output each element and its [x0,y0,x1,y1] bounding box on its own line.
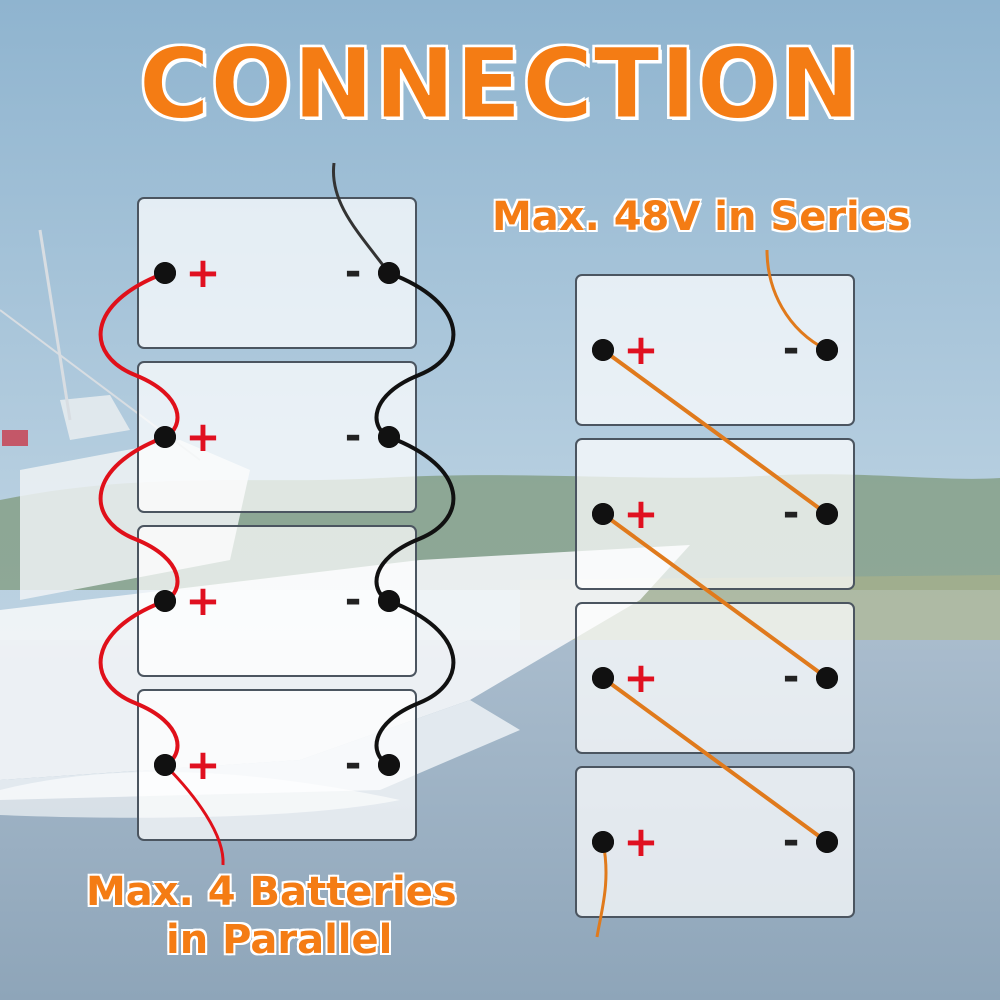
series-battery-bank: +-+-+-+- [575,249,855,938]
parallel-battery-3: +- [137,525,417,677]
parallel-minus-sign: - [345,249,362,295]
series-plus-sign: + [623,325,658,374]
series-negative-terminal-cap [816,831,838,853]
parallel-minus-sign: - [345,413,362,459]
parallel-positive-terminal-cap [154,262,176,284]
series-positive-output-lead [595,841,608,938]
series-battery-4: +- [575,766,855,918]
parallel-battery-body [137,197,417,349]
series-negative-terminal-cap [816,339,838,361]
parallel-plus-sign: + [185,740,220,789]
series-minus-sign: - [783,326,800,372]
negative-link-wire [374,599,456,767]
parallel-plus-sign: + [185,576,220,625]
series-battery-body [575,438,855,590]
parallel-positive-terminal-cap [154,754,176,776]
series-link-wire [601,512,829,680]
series-positive-terminal-cap [592,339,614,361]
series-negative-terminal-cap [816,667,838,689]
parallel-positive-terminal-cap [154,590,176,612]
series-battery-1: +- [575,274,855,426]
series-positive-terminal-cap [592,503,614,525]
parallel-plus-sign: + [185,412,220,461]
series-plus-sign: + [623,489,658,538]
series-wires [595,249,829,938]
series-minus-sign: - [783,490,800,536]
parallel-minus-sign: - [345,577,362,623]
positive-link-wire [98,599,180,767]
series-positive-terminal-cap [592,667,614,689]
parallel-caption-line2: in Parallel [166,917,393,963]
series-minus-sign: - [783,818,800,864]
parallel-minus-sign: - [345,741,362,787]
series-minus-sign: - [783,654,800,700]
positive-link-wire [98,435,180,603]
series-negative-terminal-cap [816,503,838,525]
series-plus-sign: + [623,653,658,702]
series-negative-output-lead [765,249,828,352]
series-battery-body [575,766,855,918]
positive-link-wire [98,271,180,439]
series-caption: Max. 48V in Series [492,194,911,240]
parallel-caption-line1: Max. 4 Batteries [86,869,457,915]
parallel-battery-body [137,361,417,513]
parallel-battery-1: +- [137,197,417,349]
parallel-negative-terminal-cap [378,262,400,284]
parallel-plus-sign: + [185,248,220,297]
parallel-wires [98,162,456,866]
page-title: CONNECTION [139,28,861,141]
parallel-negative-terminal-cap [378,426,400,448]
series-battery-2: +- [575,438,855,590]
parallel-battery-bank: +-+-+-+- [98,162,456,866]
series-link-wire [601,676,829,844]
parallel-battery-4: +- [137,689,417,841]
series-link-wire [601,348,829,516]
positive-output-lead [163,763,225,866]
parallel-battery-2: +- [137,361,417,513]
series-plus-sign: + [623,817,658,866]
negative-link-wire [374,271,456,439]
parallel-positive-terminal-cap [154,426,176,448]
negative-link-wire [374,435,456,603]
series-battery-3: +- [575,602,855,754]
series-battery-body [575,274,855,426]
series-battery-body [575,602,855,754]
series-positive-terminal-cap [592,831,614,853]
parallel-battery-body [137,525,417,677]
parallel-negative-terminal-cap [378,590,400,612]
parallel-negative-terminal-cap [378,754,400,776]
negative-output-lead [331,162,391,274]
parallel-caption: Max. 4 Batteries in Parallel [86,868,457,964]
parallel-battery-body [137,689,417,841]
